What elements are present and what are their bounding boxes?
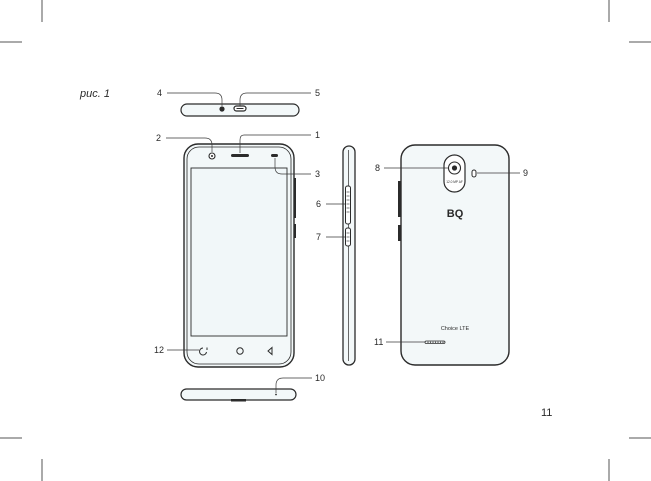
callout-4: 4 [157,88,162,98]
phone-back-view: 12.0 MP AF BQ Choice LTE [398,144,510,366]
callout-leaders [166,92,520,393]
callout-7: 7 [316,232,321,242]
callout-11: 11 [374,337,383,347]
callout-3: 3 [315,169,320,179]
page-number: 11 [541,407,552,419]
recent-apps-icon [199,347,208,356]
camera-mark: 12.0 MP AF [446,180,463,184]
microphone [275,393,277,396]
earpiece-speaker [231,154,249,157]
callout-5: 5 [315,88,320,98]
callout-9: 9 [523,168,528,178]
proximity-sensor [271,154,278,157]
model-name: Choice LTE [441,326,470,332]
callout-numbers: 1 2 3 4 5 6 7 8 9 10 11 12 [154,88,528,383]
figure-label: рис. 1 [79,88,110,100]
volume-rocker [345,185,351,225]
phone-top-view [180,103,300,117]
callout-10: 10 [315,373,325,383]
home-icon [236,347,244,355]
callout-1: 1 [315,130,320,140]
callout-6: 6 [316,199,321,209]
callout-8: 8 [375,163,380,173]
headphone-jack [219,106,225,112]
bottom-connector [231,399,246,402]
phone-bottom-view [180,388,297,402]
flash [471,169,477,178]
screen [190,167,288,337]
callout-12: 12 [154,345,164,355]
phone-front-view [183,143,296,368]
phone-side-view [342,145,356,366]
callout-2: 2 [156,133,161,143]
back-icon [267,346,273,356]
brand-logo: BQ [447,208,464,220]
